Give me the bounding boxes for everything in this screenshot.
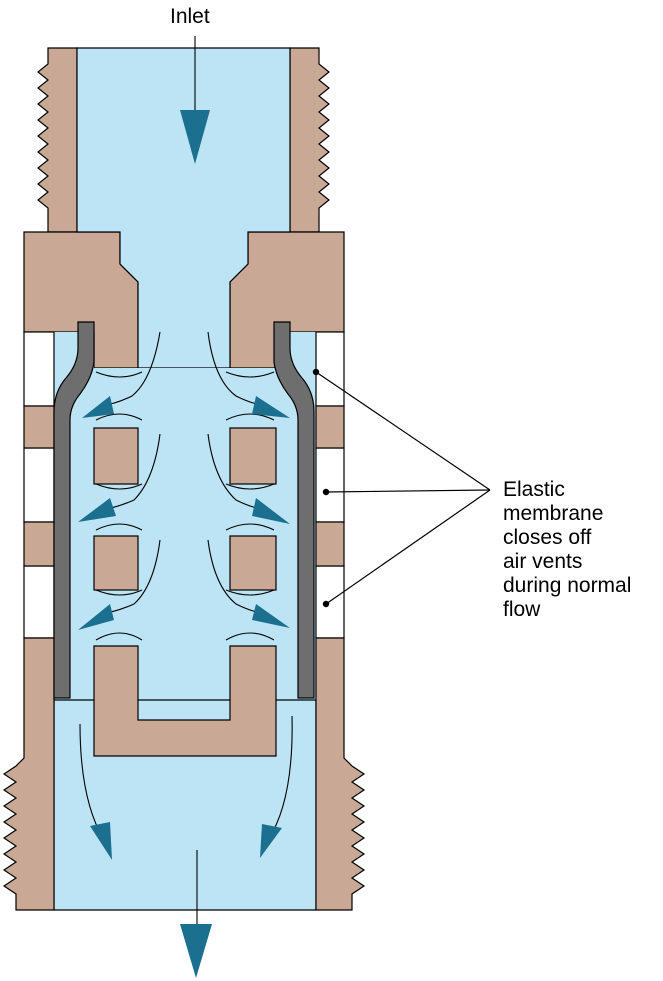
outlet-arrow <box>180 924 212 978</box>
chamber-curve-right-1 <box>225 371 275 421</box>
callout-line-6: flow <box>503 598 541 621</box>
upper-housing <box>23 47 345 369</box>
left-rib-2 <box>23 521 55 567</box>
chamber-curve-right-2 <box>225 483 275 531</box>
vent-arrow-left-2 <box>78 498 116 522</box>
vent-arrow-left-3 <box>78 604 114 630</box>
inner-blocks <box>93 427 277 591</box>
vent-arrow-right-1 <box>252 396 290 418</box>
right-rib-2 <box>315 521 345 567</box>
chamber-curve-right-3 <box>225 589 275 641</box>
lower-housing <box>2 637 366 911</box>
chamber-curve-left-1 <box>95 371 143 421</box>
chamber-curve-left-3 <box>95 589 143 641</box>
right-rib-1 <box>315 405 345 449</box>
leader-line-top <box>315 371 491 491</box>
leader-dot-bottom <box>322 600 330 608</box>
flow-arrows <box>78 110 290 978</box>
inner-right-block-2 <box>229 535 277 591</box>
air-vent-right-1 <box>315 331 345 407</box>
callout-line-2: membrane <box>503 502 604 525</box>
air-vent-left-2 <box>23 447 55 523</box>
callout-line-5: during normal <box>503 574 632 597</box>
inner-left-block-2 <box>93 535 139 591</box>
leader-line-bottom <box>325 489 491 605</box>
vent-arrow-right-3 <box>252 604 290 628</box>
outer-ribs <box>23 405 345 567</box>
air-vent-right-2 <box>315 447 345 523</box>
lower-left-thread-wall <box>2 637 55 911</box>
outlet-arrow-left <box>90 822 112 860</box>
left-membrane <box>53 321 95 699</box>
callout-line-4: air vents <box>503 550 583 573</box>
leader-dot-top <box>312 368 320 376</box>
air-vent-left-3 <box>23 565 55 639</box>
left-rib-1 <box>23 405 55 449</box>
inner-left-block-1 <box>93 427 139 485</box>
central-channel <box>138 368 230 720</box>
upper-right-thread-wall <box>289 47 330 233</box>
air-vent-left-1 <box>23 331 55 407</box>
inner-right-block-1 <box>229 427 277 485</box>
leader-dot-middle <box>322 488 330 496</box>
lower-inner-cup <box>93 645 277 757</box>
inlet-label: Inlet <box>170 5 210 28</box>
air-vent-right-3 <box>315 565 345 639</box>
membrane-callout-text: Elastic membrane closes off air vents du… <box>503 478 663 622</box>
leader-line-middle <box>325 489 491 493</box>
inlet-arrow <box>180 110 210 164</box>
callout-line-1: Elastic <box>503 478 565 501</box>
outlet-arrow-right <box>260 824 282 858</box>
water-channel <box>53 47 317 911</box>
upper-left-thread-wall <box>37 47 78 233</box>
callout-leaders <box>312 368 491 608</box>
vent-arrow-right-2 <box>252 498 290 524</box>
elastic-membranes <box>53 321 315 699</box>
vent-arrow-left-1 <box>82 396 114 418</box>
callout-line-3: closes off <box>503 526 592 549</box>
chamber-curve-left-2 <box>95 483 143 531</box>
lower-right-thread-wall <box>315 637 366 911</box>
right-membrane <box>273 321 315 699</box>
